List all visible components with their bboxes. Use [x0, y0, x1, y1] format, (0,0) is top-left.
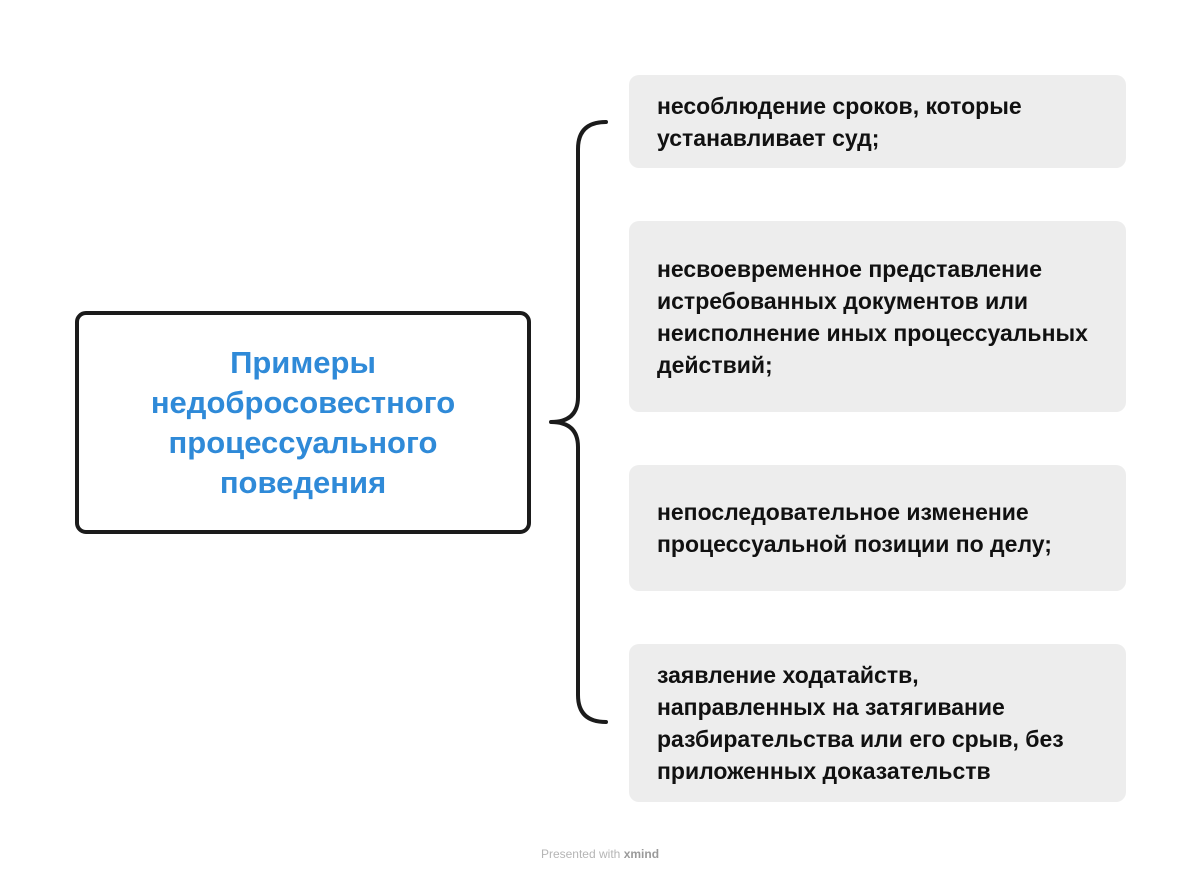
bracket-connector — [549, 120, 608, 724]
subtopic-text: несвоевременное представление истребован… — [657, 255, 1088, 378]
footer: Presented with xmind — [0, 847, 1200, 861]
subtopic-box[interactable]: заявление ходатайств, направленных на за… — [629, 644, 1126, 802]
subtopic-box[interactable]: несвоевременное представление истребован… — [629, 221, 1126, 412]
subtopic-text: несоблюдение сроков, которые устанавлива… — [657, 92, 1022, 151]
subtopic-text: заявление ходатайств, направленных на за… — [657, 662, 1064, 784]
subtopic-text: непоследовательное изменение процессуаль… — [657, 499, 1052, 557]
subtopic-box[interactable]: непоследовательное изменение процессуаль… — [629, 465, 1126, 591]
footer-prefix: Presented with — [540, 847, 621, 861]
central-topic-title: Примеры недобросовестного процессуальног… — [150, 344, 456, 500]
footer-brand: xmind — [623, 847, 660, 861]
central-topic-node[interactable]: Примеры недобросовестного процессуальног… — [75, 311, 531, 534]
subtopic-box[interactable]: несоблюдение сроков, которые устанавлива… — [629, 75, 1126, 168]
